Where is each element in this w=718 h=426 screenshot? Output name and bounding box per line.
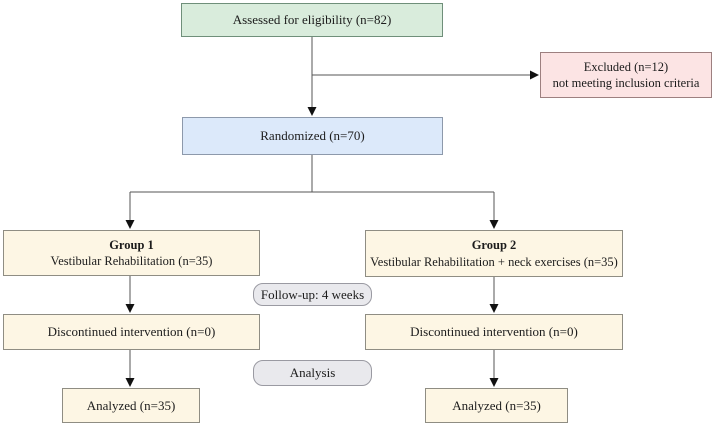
node-group1-subtitle: Vestibular Rehabilitation (n=35) [50, 254, 213, 268]
node-group2-subtitle: Vestibular Rehabilitation + neck exercis… [370, 254, 618, 269]
node-discontinued1-label: Discontinued intervention (n=0) [47, 324, 216, 340]
node-group2: Group 2 Vestibular Rehabilitation + neck… [365, 230, 623, 277]
arrowhead-analyzed1 [125, 378, 135, 387]
node-analyzed2: Analyzed (n=35) [425, 388, 568, 423]
stage-analysis-label: Analysis [289, 365, 336, 380]
node-analyzed1: Analyzed (n=35) [62, 388, 200, 423]
node-analyzed1-label: Analyzed (n=35) [86, 397, 176, 413]
node-analyzed2-label: Analyzed (n=35) [452, 397, 541, 413]
node-discontinued2-label: Discontinued intervention (n=0) [410, 324, 578, 340]
node-excluded-line1: Excluded (n=12) [583, 59, 669, 74]
arrowhead-disc2 [489, 304, 499, 313]
node-randomized-label: Randomized (n=70) [260, 128, 365, 144]
stage-followup: Follow-up: 4 weeks [253, 283, 372, 306]
node-excluded: Excluded (n=12) not meeting inclusion cr… [540, 52, 712, 98]
arrowhead-group2 [489, 220, 499, 229]
arrowhead-randomized [307, 107, 317, 116]
node-discontinued2: Discontinued intervention (n=0) [365, 314, 623, 350]
node-group2-title: Group 2 [471, 238, 517, 252]
arrowhead-disc1 [125, 304, 135, 313]
arrowhead-excluded [530, 70, 539, 80]
node-randomized: Randomized (n=70) [182, 117, 443, 155]
node-group1: Group 1 Vestibular Rehabilitation (n=35) [3, 230, 260, 276]
node-group1-title: Group 1 [109, 237, 154, 252]
node-discontinued1: Discontinued intervention (n=0) [3, 314, 260, 350]
stage-analysis: Analysis [253, 360, 372, 386]
arrowhead-group1 [125, 220, 135, 229]
node-assessed-eligibility: Assessed for eligibility (n=82) [181, 3, 443, 37]
node-assessed-label: Assessed for eligibility (n=82) [232, 12, 392, 28]
node-excluded-line2: not meeting inclusion criteria [552, 76, 700, 90]
arrowhead-analyzed2 [489, 378, 499, 387]
stage-followup-label: Follow-up: 4 weeks [260, 286, 365, 302]
